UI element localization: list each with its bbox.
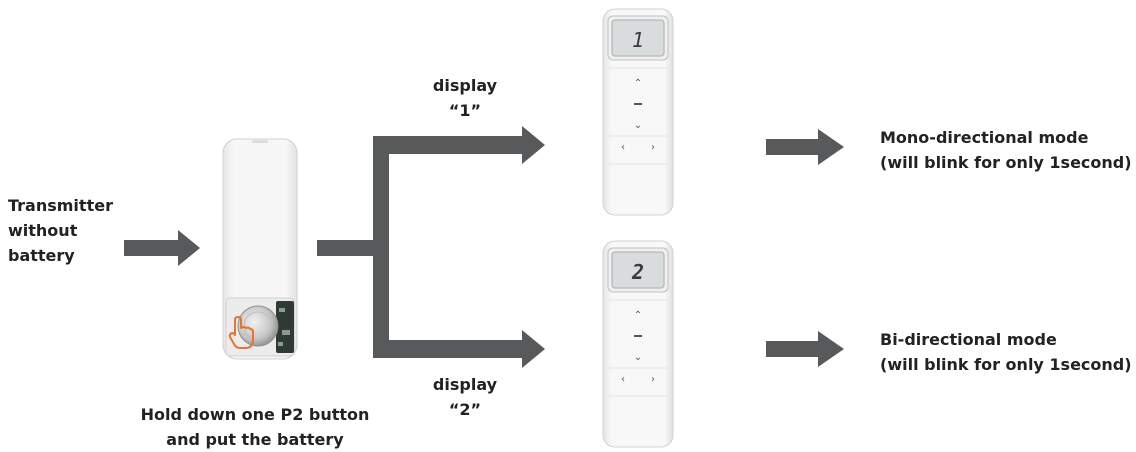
left-arrow-icon: ‹ — [621, 374, 625, 385]
down-arrow-icon: ⌄ — [634, 352, 642, 363]
stop-button-icon — [634, 103, 642, 105]
remote-display-2: 2 ⌃ ⌄ ‹ › — [602, 240, 674, 448]
arrow-to-remote-2 — [373, 330, 545, 368]
up-arrow-icon: ⌃ — [634, 310, 642, 321]
arrow-to-transmitter — [124, 230, 200, 266]
left-arrow-icon: ‹ — [621, 142, 625, 153]
transmitter-without-battery-label: Transmitter without battery — [8, 196, 113, 265]
display-1-label: display “1” — [432, 76, 498, 120]
right-arrow-icon: › — [651, 374, 655, 385]
arrow-stem — [317, 240, 389, 256]
display-2-label: display “2” — [432, 375, 498, 419]
arrow-to-remote-1 — [373, 126, 545, 164]
pointing-hand-icon — [228, 316, 254, 349]
bi-directional-mode-label: Bi-directional mode (will blink for only… — [880, 330, 1132, 374]
mono-directional-mode-label: Mono-directional mode (will blink for on… — [880, 128, 1132, 172]
remote-display-1: 1 ⌃ ⌄ ‹ › — [602, 8, 674, 216]
coin-battery-icon — [237, 305, 279, 347]
transmitter-open-battery — [222, 138, 298, 360]
lcd-digit: 2 — [631, 260, 644, 284]
stop-button-icon — [634, 335, 642, 337]
right-arrow-icon: › — [651, 142, 655, 153]
instruction-label: Hold down one P2 button and put the batt… — [140, 405, 370, 449]
down-arrow-icon: ⌄ — [634, 120, 642, 131]
arrow-splitter — [373, 136, 389, 358]
up-arrow-icon: ⌃ — [634, 78, 642, 89]
lcd-digit: 1 — [632, 28, 644, 52]
arrow-to-mono-mode — [766, 129, 844, 165]
arrow-to-bi-mode — [766, 331, 844, 367]
